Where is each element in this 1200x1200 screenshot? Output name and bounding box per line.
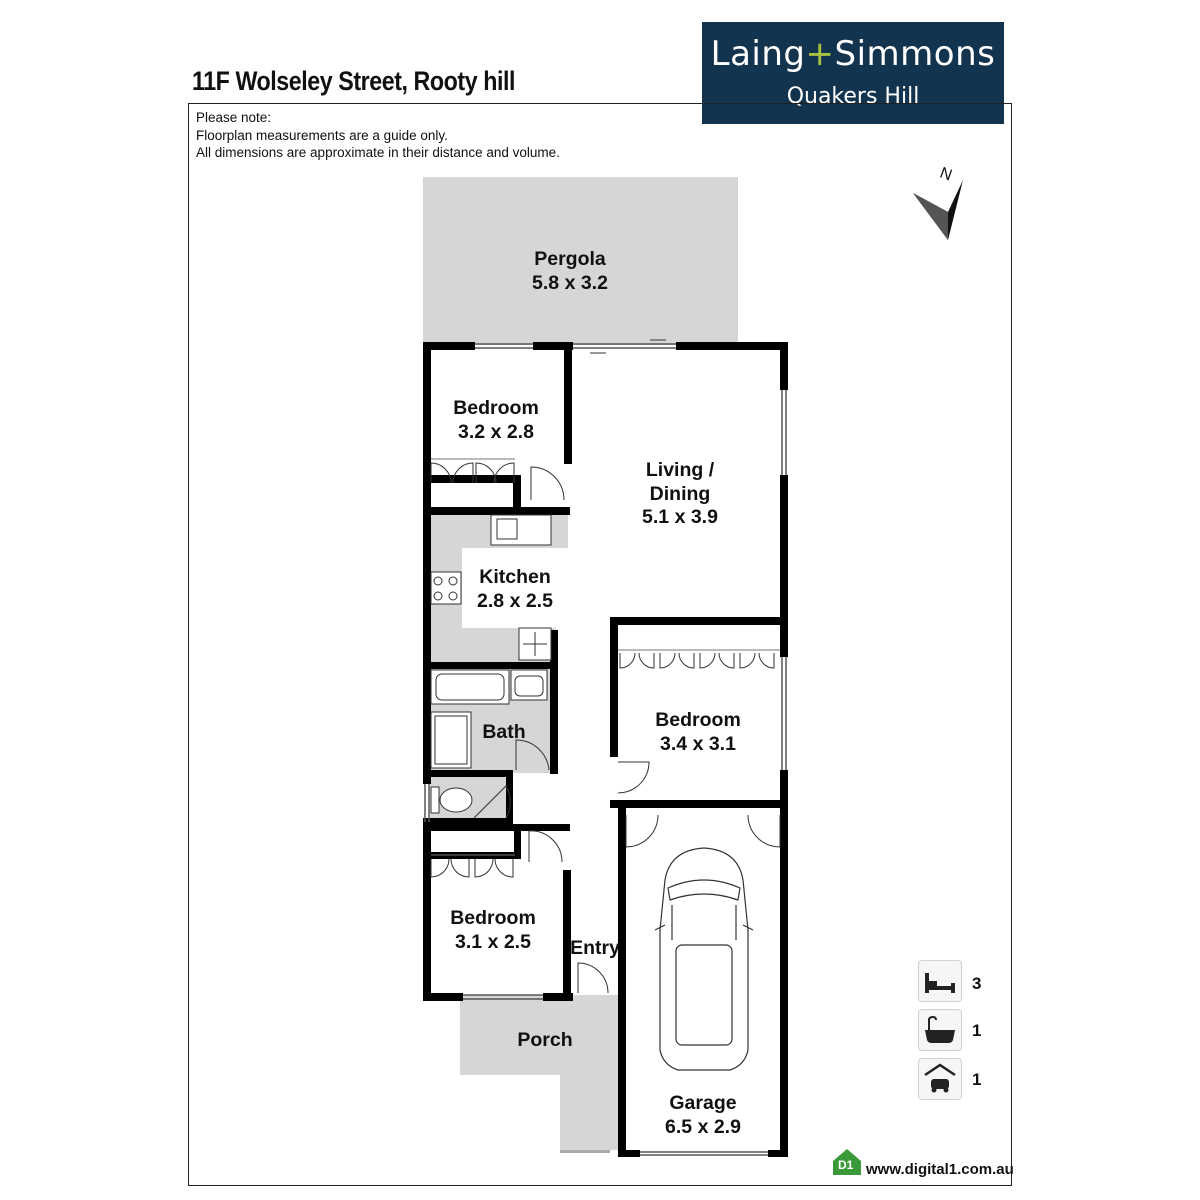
room-dim: 3.1 x 2.5 — [455, 930, 531, 953]
note-line: Please note: — [196, 110, 272, 125]
room-name: Living / — [645, 459, 715, 481]
room-bath: Bath — [482, 721, 525, 745]
room-name: Porch — [517, 1029, 573, 1051]
room-name: Entry — [570, 937, 620, 959]
room-garage: Garage 6.5 x 2.9 — [665, 1092, 741, 1139]
porch-area — [460, 995, 622, 1150]
room-name: Dining — [649, 482, 711, 505]
room-name: Bedroom — [450, 907, 536, 929]
bathroom-count: 1 — [972, 1021, 982, 1040]
website-link[interactable]: www.digital1.com.au — [866, 1161, 1014, 1178]
windows — [424, 343, 787, 1156]
car-drawing — [654, 847, 754, 1071]
room-dim: 6.5 x 2.9 — [665, 1115, 741, 1138]
room-entry: Entry — [570, 937, 620, 961]
agency-logo: Laing+Simmons Quakers Hill — [702, 22, 1004, 124]
digital1-badge-icon — [833, 1149, 861, 1175]
bedroom-count: 3 — [972, 974, 982, 993]
room-dim: 3.2 x 2.8 — [458, 420, 534, 443]
room-living-dining: Living / Dining 5.1 x 3.9 — [642, 459, 718, 530]
room-kitchen: Kitchen 2.8 x 2.5 — [477, 566, 553, 613]
garage-car-icon — [918, 1058, 962, 1100]
room-porch: Porch — [517, 1029, 572, 1053]
note-line: All dimensions are approximate in their … — [196, 145, 560, 160]
room-pergola: Pergola 5.8 x 3.2 — [532, 248, 608, 295]
bed-icon — [918, 960, 962, 1002]
logo-brand: Laing+Simmons — [710, 34, 996, 74]
garage-count: 1 — [972, 1070, 982, 1089]
doors — [430, 458, 781, 994]
pergola-area — [423, 177, 738, 345]
room-bedroom-3: Bedroom 3.1 x 2.5 — [450, 907, 536, 954]
room-bedroom-2: Bedroom 3.4 x 3.1 — [655, 709, 741, 756]
room-dim: 5.1 x 3.9 — [642, 506, 718, 528]
room-dim: 3.4 x 3.1 — [660, 732, 736, 755]
room-name: Garage — [669, 1092, 737, 1114]
walls — [423, 342, 788, 1157]
digital1-badge-text: D1 — [838, 1158, 854, 1172]
room-name: Pergola — [534, 248, 606, 270]
room-dim: 5.8 x 3.2 — [532, 271, 608, 294]
bath-icon — [918, 1009, 962, 1051]
fixtures — [430, 514, 552, 814]
slider-marks — [590, 339, 666, 354]
logo-office: Quakers Hill — [786, 84, 920, 109]
note-line: Floorplan measurements are a guide only. — [196, 127, 448, 143]
room-name: Bedroom — [655, 709, 741, 731]
property-address-title: 11F Wolseley Street, Rooty hill — [192, 66, 516, 96]
room-name: Bedroom — [453, 397, 539, 419]
room-bedroom-1: Bedroom 3.2 x 2.8 — [453, 397, 539, 444]
room-name: Kitchen — [479, 566, 551, 588]
north-compass-icon — [913, 180, 963, 240]
plan-frame — [188, 103, 1012, 1186]
room-name: Bath — [482, 721, 526, 743]
room-dim: 2.8 x 2.5 — [477, 589, 553, 612]
disclaimer-notes: Please note: Floorplan measurements are … — [196, 109, 560, 162]
